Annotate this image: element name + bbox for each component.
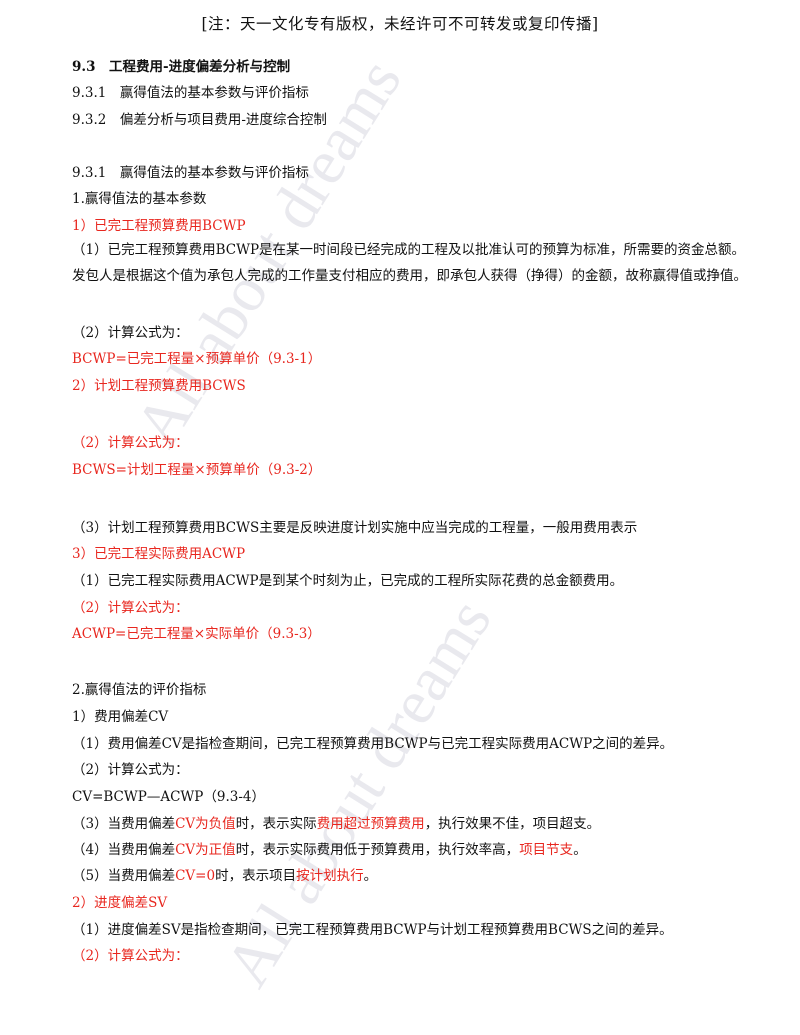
cv-pos-highlight-2: 项目节支 bbox=[519, 842, 574, 858]
cv-pos-text-c: 时，表示实际费用低于预算费用，执行效率高， bbox=[235, 842, 520, 858]
sv-formula-label: （2）计算公式为： bbox=[72, 948, 189, 964]
cv-neg-text-a: （3）当费用偏差 bbox=[72, 816, 176, 832]
sub-heading: 9.3.1 赢得值法的基本参数与评价指标 bbox=[72, 165, 309, 181]
cv-formula-label: （2）计算公式为： bbox=[72, 762, 189, 778]
bcws-formula: BCWS=计划工程量×预算单价（9.3-2） bbox=[72, 462, 322, 478]
cv-pos-highlight-1: CV为正值 bbox=[175, 842, 236, 858]
cv-zero-text-a: （5）当费用偏差 bbox=[72, 868, 176, 884]
sv-description: （1）进度偏差SV是指检查期间，已完工程预算费用BCWP与计划工程预算费用BCW… bbox=[72, 922, 673, 938]
cv-zero-note: （5）当费用偏差CV=0时，表示项目按计划执行。 bbox=[72, 866, 752, 886]
cv-neg-text-e: ，执行效果不佳，项目超支。 bbox=[424, 816, 601, 832]
acwp-formula-label: （2）计算公式为： bbox=[72, 600, 189, 616]
bcws-description: （3）计划工程预算费用BCWS主要是反映进度计划实施中应当完成的工程量，一般用费… bbox=[72, 520, 638, 536]
acwp-description: （1）已完工程实际费用ACWP是到某个时刻为止，已完成的工程所实际花费的总金额费… bbox=[72, 573, 624, 589]
cv-negative-note: （3）当费用偏差CV为负值时，表示实际费用超过预算费用，执行效果不佳，项目超支。 bbox=[72, 814, 752, 834]
cv-pos-text-a: （4）当费用偏差 bbox=[72, 842, 176, 858]
bcws-formula-label: （2）计算公式为： bbox=[72, 435, 189, 451]
cv-zero-highlight-1: CV=0 bbox=[175, 868, 216, 884]
toc-item-2: 9.3.2 偏差分析与项目费用-进度综合控制 bbox=[72, 112, 327, 128]
toc-item-1: 9.3.1 赢得值法的基本参数与评价指标 bbox=[72, 85, 309, 101]
sv-title: 2）进度偏差SV bbox=[72, 895, 168, 911]
cv-zero-text-c: 时，表示项目 bbox=[215, 868, 297, 884]
cv-zero-text-e: 。 bbox=[363, 868, 378, 884]
bcwp-formula: BCWP=已完工程量×预算单价（9.3-1） bbox=[72, 351, 322, 367]
cv-positive-note: （4）当费用偏差CV为正值时，表示实际费用低于预算费用，执行效率高，项目节支。 bbox=[72, 840, 752, 860]
part1-title: 1.赢得值法的基本参数 bbox=[72, 191, 207, 207]
copyright-notice: [注：天一文化专有版权，未经许可不可转发或复印传播] bbox=[201, 15, 599, 33]
part2-title: 2.赢得值法的评价指标 bbox=[72, 682, 207, 698]
cv-description: （1）费用偏差CV是指检查期间，已完工程预算费用BCWP与已完工程实际费用ACW… bbox=[72, 736, 674, 752]
bcws-title: 2）计划工程预算费用BCWS bbox=[72, 378, 246, 394]
acwp-formula: ACWP=已完工程量×实际单价（9.3-3） bbox=[72, 626, 321, 642]
bcwp-formula-label: （2）计算公式为： bbox=[72, 325, 189, 341]
cv-neg-highlight-2: 费用超过预算费用 bbox=[316, 816, 425, 832]
acwp-title: 3）已完工程实际费用ACWP bbox=[72, 546, 246, 562]
cv-formula: CV=BCWP—ACWP（9.3-4） bbox=[72, 789, 266, 805]
cv-neg-highlight-1: CV为负值 bbox=[175, 816, 236, 832]
cv-zero-highlight-2: 按计划执行 bbox=[296, 868, 364, 884]
cv-pos-text-e: 。 bbox=[573, 842, 587, 858]
cv-neg-text-c: 时，表示实际 bbox=[235, 816, 317, 832]
bcwp-description: （1）已完工程预算费用BCWP是在某一时间段已经完成的工程及以批准认可的预算为标… bbox=[72, 242, 747, 284]
section-title: 9.3 工程费用-进度偏差分析与控制 bbox=[72, 59, 291, 75]
cv-title: 1）费用偏差CV bbox=[72, 709, 169, 725]
bcwp-title: 1）已完工程预算费用BCWP bbox=[72, 218, 246, 234]
